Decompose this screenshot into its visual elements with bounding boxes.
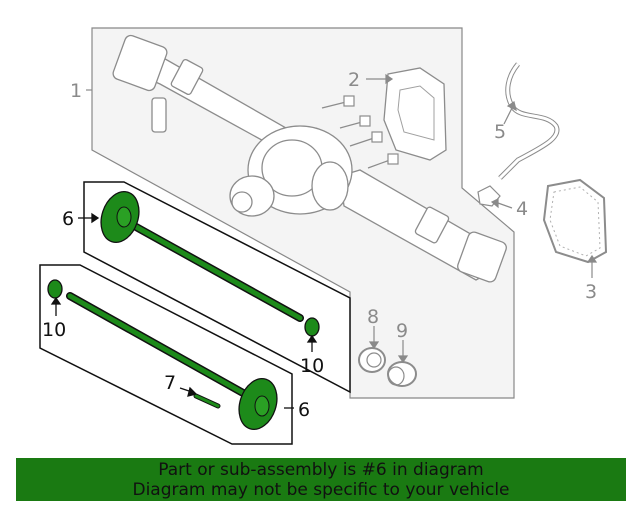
axle-housing-drawing xyxy=(112,34,507,283)
lower-shaft-panel xyxy=(39,264,293,445)
banner-line-2: Diagram may not be specific to your vehi… xyxy=(132,480,510,500)
callout-4: 4 xyxy=(516,198,528,220)
axle-seal-left xyxy=(47,279,63,299)
callout-10-left: 10 xyxy=(42,319,66,341)
cover-gasket-drawing xyxy=(542,178,608,264)
callout-1: 1 xyxy=(70,80,82,102)
callout-10-right: 10 xyxy=(300,355,324,377)
axle-seal-right xyxy=(304,317,320,337)
wheel-stud xyxy=(193,393,221,409)
differential-cover-inner xyxy=(397,85,435,141)
axle-shaft-lower xyxy=(66,292,278,430)
callout-8: 8 xyxy=(367,306,379,328)
leader-lines xyxy=(86,73,598,364)
banner-line-1: Part or sub-assembly is #6 in diagram xyxy=(158,460,484,480)
cover-bolts xyxy=(321,95,399,169)
callout-6-bottom: 6 xyxy=(298,399,310,421)
leader-lines-dark xyxy=(50,212,318,409)
callout-6-top: 6 xyxy=(62,208,74,230)
info-banner: Part or sub-assembly is #6 in diagram Di… xyxy=(16,458,626,501)
axle-shaft-upper xyxy=(100,191,304,322)
callout-3: 3 xyxy=(585,281,597,303)
callout-7: 7 xyxy=(164,372,176,394)
callout-5: 5 xyxy=(494,121,506,143)
callout-2: 2 xyxy=(348,69,360,91)
callout-9: 9 xyxy=(396,320,408,342)
